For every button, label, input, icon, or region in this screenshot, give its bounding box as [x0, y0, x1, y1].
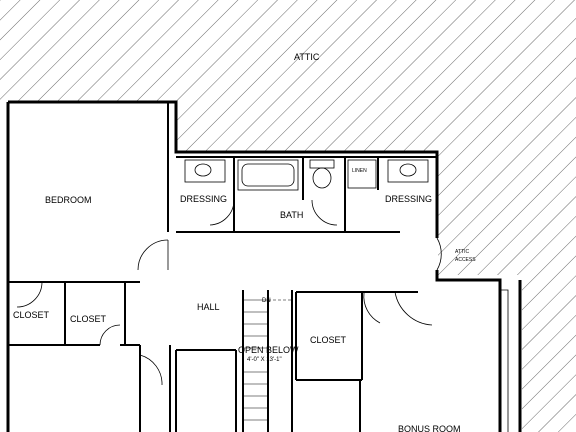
hall-label: HALL [197, 302, 220, 312]
linen-closet [347, 159, 377, 189]
bedroom-label: BEDROOM [45, 195, 92, 205]
sink-left-icon [194, 163, 212, 177]
closet-mid-label: CLOSET [70, 314, 107, 324]
vanity-left [184, 159, 226, 183]
bonus-window [500, 289, 509, 432]
sink-right-icon [399, 163, 417, 177]
attic-label: ATTIC [294, 52, 320, 62]
stair-treads [243, 299, 268, 421]
closet-left-label: CLOSET [13, 310, 50, 320]
attic-access-label-1: ATTIC [455, 249, 469, 255]
door-swings [16, 199, 442, 386]
toilet-bowl-icon [312, 167, 332, 189]
toilet-tank-icon [309, 159, 335, 169]
interior-walls [8, 102, 437, 432]
fixtures [184, 159, 509, 432]
open-below-dims: 4'-0" X 13'-1" [247, 357, 282, 363]
exterior-walls [6, 100, 522, 432]
linen-label: LINEN [352, 168, 367, 174]
bath-label: BATH [280, 210, 303, 220]
closet-right-label: CLOSET [310, 335, 347, 345]
stair-dn-label: DN [262, 298, 271, 304]
open-below-label: OPEN BELOW [238, 345, 299, 355]
attic-access-label-2: ACCESS [455, 257, 476, 263]
bathtub-icon [237, 159, 299, 191]
bonus-room-label: BONUS ROOM [398, 424, 461, 432]
dressing-left-label: DRESSING [180, 194, 227, 204]
dressing-right-label: DRESSING [385, 194, 432, 204]
vanity-right [387, 159, 429, 183]
